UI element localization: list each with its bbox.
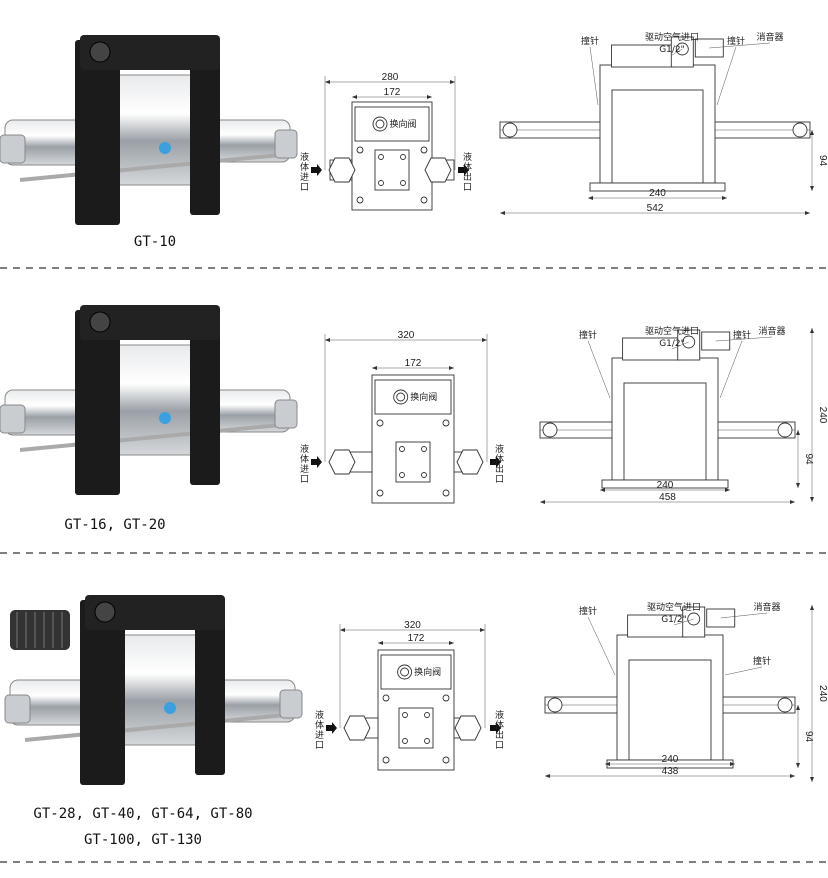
air-thread-label: G1/2" bbox=[659, 339, 685, 349]
striker-left-label: 撞针 bbox=[581, 35, 599, 47]
overall-height-dimension: 240 bbox=[817, 407, 828, 424]
side-view-drawing: 24045894240撞针驱动空气进口G1/2"撞针消音器 bbox=[539, 325, 828, 504]
valve-label: 换向阀 bbox=[410, 391, 437, 403]
air-thread-label: G1/2" bbox=[661, 615, 687, 625]
inlet-arrow-icon bbox=[311, 456, 322, 468]
valve-width-dimension: 172 bbox=[405, 358, 422, 369]
inlet-label: 液体进口 bbox=[298, 443, 309, 484]
center-height-dimension: 94 bbox=[817, 155, 828, 167]
muffler-label: 消音器 bbox=[756, 31, 783, 43]
overall-length-dimension: 458 bbox=[659, 492, 676, 503]
valve-label: 换向阀 bbox=[389, 118, 416, 130]
model-section: GT-16, GT-20320172换向阀液体进口液体出口24045894240… bbox=[0, 305, 828, 554]
striker-left-label: 撞针 bbox=[579, 605, 597, 617]
overall-width-dimension: 280 bbox=[382, 72, 399, 83]
air-inlet-label: 驱动空气进口 bbox=[645, 325, 699, 337]
outlet-label: 液体出口 bbox=[461, 151, 472, 192]
inlet-label: 液体进口 bbox=[298, 151, 309, 192]
striker-right-label: 撞针 bbox=[733, 329, 751, 341]
side-view-drawing: 24043894240撞针驱动空气进口G1/2"撞针消音器 bbox=[544, 601, 828, 782]
center-height-dimension: 94 bbox=[803, 731, 814, 743]
muffler-label: 消音器 bbox=[753, 601, 780, 613]
striker-right-label: 撞针 bbox=[753, 655, 771, 667]
model-label: GT-10 bbox=[134, 234, 176, 250]
pump-photo bbox=[0, 305, 298, 495]
overall-length-dimension: 542 bbox=[647, 203, 664, 214]
inlet-arrow-icon bbox=[326, 722, 337, 734]
muffler-label: 消音器 bbox=[758, 325, 785, 337]
striker-right-label: 撞针 bbox=[727, 35, 745, 47]
valve-width-dimension: 172 bbox=[408, 633, 425, 644]
overall-length-dimension: 438 bbox=[662, 766, 679, 777]
overall-height-dimension: 240 bbox=[817, 685, 828, 702]
outlet-arrow-icon bbox=[490, 456, 501, 468]
striker-left-label: 撞针 bbox=[579, 329, 597, 341]
model-label: GT-100, GT-130 bbox=[84, 832, 202, 848]
valve-width-dimension: 172 bbox=[384, 87, 401, 98]
overall-width-dimension: 320 bbox=[404, 620, 421, 631]
base-width-dimension: 240 bbox=[662, 754, 679, 765]
inlet-arrow-icon bbox=[311, 164, 322, 176]
outlet-arrow-icon bbox=[490, 722, 501, 734]
air-thread-label: G1/2" bbox=[659, 45, 685, 55]
air-inlet-label: 驱动空气进口 bbox=[645, 31, 699, 43]
inlet-label: 液体进口 bbox=[313, 709, 324, 750]
center-height-dimension: 94 bbox=[803, 453, 814, 465]
model-label: GT-28, GT-40, GT-64, GT-80 bbox=[33, 806, 252, 822]
outlet-label: 液体出口 bbox=[493, 709, 504, 750]
outlet-arrow-icon bbox=[458, 164, 469, 176]
pump-photo bbox=[0, 35, 298, 225]
air-inlet-label: 驱动空气进口 bbox=[647, 601, 701, 613]
side-view-drawing: 24054294撞针驱动空气进口G1/2"撞针消音器 bbox=[499, 31, 828, 215]
base-width-dimension: 240 bbox=[649, 188, 666, 199]
valve-label: 换向阀 bbox=[414, 666, 441, 678]
pump-photo bbox=[4, 595, 303, 785]
base-width-dimension: 240 bbox=[657, 480, 674, 491]
overall-width-dimension: 320 bbox=[398, 330, 415, 341]
model-label: GT-16, GT-20 bbox=[64, 517, 165, 533]
outlet-label: 液体出口 bbox=[493, 443, 504, 484]
